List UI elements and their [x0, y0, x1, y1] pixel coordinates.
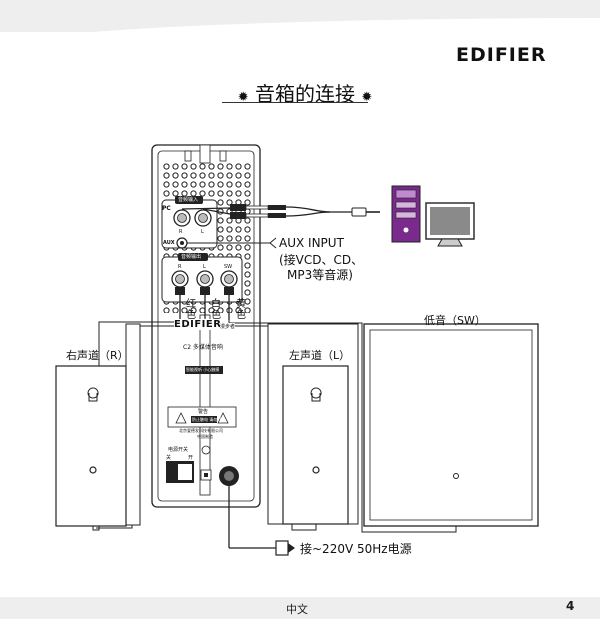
- warning-title: 警告: [198, 409, 209, 415]
- yellow-cable-label: 黄色: [236, 299, 246, 321]
- page-number: 4: [566, 599, 575, 613]
- input-panel: [161, 196, 277, 249]
- monitor-icon: [425, 202, 475, 247]
- input-panel-label: 音频输入: [178, 197, 199, 203]
- switch-on-label: 开: [188, 455, 194, 461]
- output-panel-label: 音频输出: [181, 254, 202, 260]
- brand-logo: EDIFIER: [456, 44, 547, 66]
- unit-brand-sub: 漫步者: [220, 323, 236, 330]
- subwoofer-label: 低音（SW）: [424, 314, 486, 327]
- power-switch-label: 电源开关: [168, 447, 189, 453]
- aux-jack-label: AUX: [163, 240, 175, 246]
- input-l-label: L: [201, 229, 204, 235]
- aux-input-label: AUX INPUT: [279, 236, 344, 250]
- footer-language: 中文: [286, 603, 308, 616]
- title-bullet-left: ✹: [237, 90, 249, 105]
- subwoofer: [363, 323, 539, 527]
- power-cable: [228, 486, 295, 556]
- right-channel-label: 右声道（R）: [66, 349, 129, 362]
- aux-note-line2: MP3等音源): [287, 268, 353, 282]
- pc-cable: [230, 204, 380, 219]
- output-l-label: L: [203, 264, 206, 270]
- pc-label: PC: [162, 205, 171, 212]
- unit-tag: 智能视听 小心触摸: [186, 367, 220, 372]
- unit-brand-logo: EDIFIER: [174, 319, 222, 330]
- unit-model: C2 多媒体音响: [183, 344, 223, 351]
- pc-tower-icon: [391, 185, 421, 243]
- unit-labels: [166, 366, 239, 486]
- output-r-label: R: [178, 264, 182, 270]
- aux-note-line1: (接VCD、CD、: [279, 253, 364, 267]
- white-cable-label: 白色: [211, 299, 221, 321]
- warning-text: 防止触电 请勿打开: [192, 417, 226, 422]
- power-label: 接~220V 50Hz电源: [300, 542, 412, 556]
- company-text: 北京爱德发科技有限公司: [179, 428, 223, 433]
- footer-band: [0, 597, 600, 619]
- output-sw-label: SW: [224, 264, 233, 270]
- switch-off-label: 关: [166, 455, 172, 461]
- red-cable-label: 红色: [186, 299, 196, 321]
- input-r-label: R: [179, 229, 183, 235]
- left-channel-label: 左声道（L）: [289, 349, 351, 362]
- left-speaker: [267, 323, 359, 525]
- title-bullet-right: ✹: [361, 90, 373, 105]
- made-in-text: 中国制造: [197, 434, 213, 439]
- right-speaker: [55, 323, 141, 527]
- title-underline: [222, 102, 368, 103]
- output-panel: [161, 253, 243, 322]
